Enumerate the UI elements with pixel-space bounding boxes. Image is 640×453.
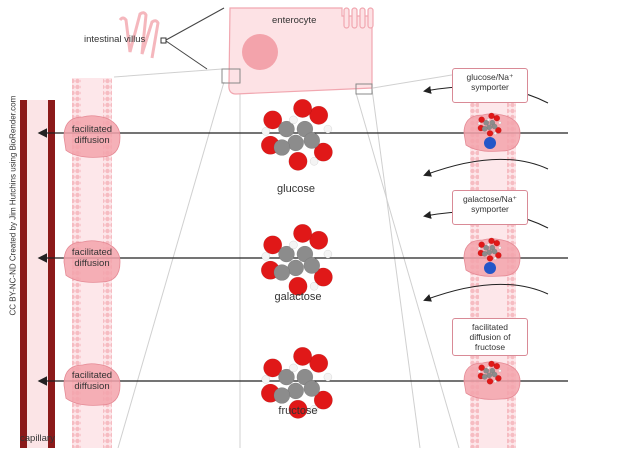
galactose-label: galactose — [274, 291, 322, 303]
intestinal-villus-label: intestinal villus — [84, 34, 146, 45]
sodium-arrow-lower — [423, 158, 549, 177]
credit-text: CC BY-NC-ND Created by Jim Hutchins usin… — [8, 95, 18, 316]
sugar-molecule-icon — [260, 98, 333, 171]
facilitated-diffusion-protein — [63, 115, 121, 158]
facilitated-diffusion-protein — [63, 363, 121, 406]
enterocyte-icon — [221, 7, 374, 95]
sodium-arrow-lower — [423, 283, 549, 302]
transport-row-2 — [37, 211, 568, 302]
sodium-ion-icon — [484, 262, 496, 274]
capillary-wall — [20, 100, 55, 448]
bound-sugar-icon — [477, 360, 502, 385]
capillary-label: capillary — [20, 433, 55, 444]
glucose-label: glucose — [277, 183, 315, 195]
enterocyte-label: enterocyte — [272, 15, 317, 26]
galactose-symporter-box: galactose/Na⁺symporter — [452, 190, 528, 225]
fructose-label: fructose — [278, 405, 318, 417]
sugar-molecule-icon — [260, 346, 333, 419]
facilitated-diffusion-protein — [63, 240, 121, 283]
sodium-ion-icon — [484, 137, 496, 149]
zoom-lines — [113, 68, 471, 449]
bound-sugar-icon — [477, 237, 502, 262]
bound-sugar-icon — [477, 112, 502, 137]
glucose-symporter-box: glucose/Na⁺symporter — [452, 68, 528, 103]
villus-icon — [118, 7, 225, 70]
sugar-molecule-icon — [260, 223, 333, 296]
transport-row-3 — [37, 346, 568, 419]
